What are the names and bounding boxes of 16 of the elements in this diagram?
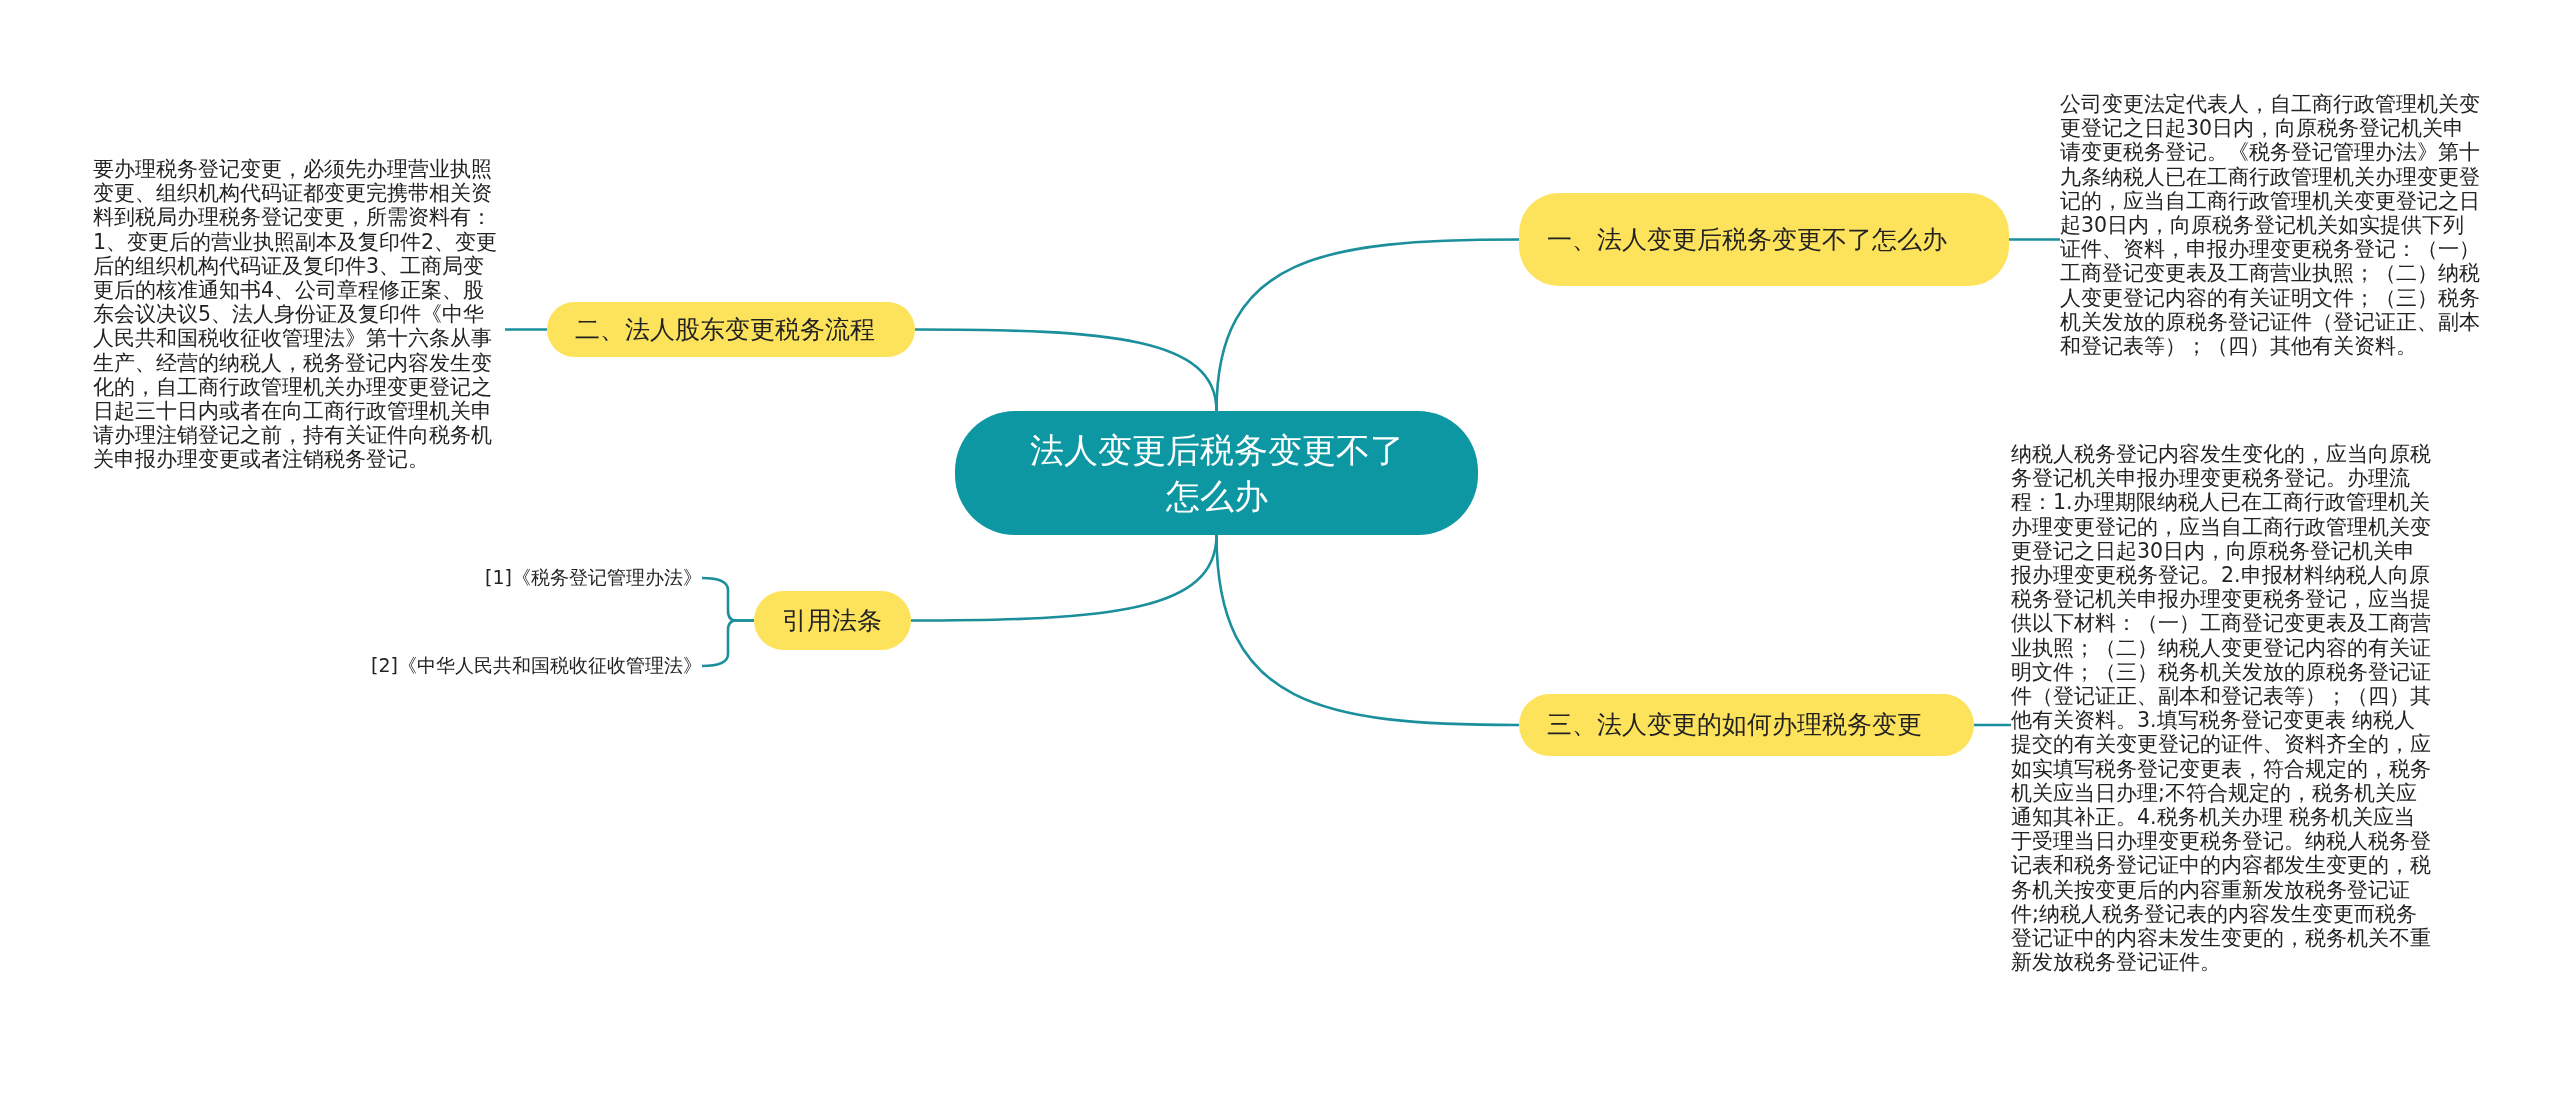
topic-node: 一、法人变更后税务变更不了怎么办: [1519, 193, 2009, 286]
paragraph-text: 纳税人税务登记内容发生变化的，应当向原税务登记机关申报办理变更税务登记。办理流程：1.办理期限纳税人已在工商行政管理机关办理变更登记的，应当自工商行政管理机关变更登记之日起30日内，向原税务登记机关申报办理变更税务登记。2.申报材料纳税人向原税务登记机关申报办理变更税务登记，应当提供以下材料：（一）工商登记变更表及工商营业执照；（二）纳税人变更登记内容的有关证明文件；（三）税务机关发放的原税务登记证件（登记证正、副本和登记表等）；（四）其他有关资料。3.填写税务登记变更表 纳税人提交的有关变更登记的证件、资料齐全的，应如实填写税务登记变更表，符合规定的，税务机关应当日办理;不符合规定的，税务机关应通知其补正。4.税务机关办理 税务机关应当于受理当日办理变更税务登记。纳税人税务登记表和税务登记证中的内容都发生变更的，税务机关按变更后的内容重新发放税务登记证件;纳税人税务登记表的内容发生变更而税务登记证中的内容未发生变更的，税务机关不重新发放税务登记证件。: [2011, 442, 2431, 975]
topic-node: 三、法人变更的如何办理税务变更: [1519, 694, 1974, 756]
branch-line: [915, 328, 1218, 412]
connector-line: [701, 619, 754, 668]
central-topic: 法人变更后税务变更不了怎么办: [955, 411, 1478, 535]
reference-text: [2]《中华人民共和国税收征收管理法》: [300, 653, 702, 679]
connector-line: [505, 328, 547, 331]
connector-line: [1974, 723, 2011, 727]
branch-line: [911, 534, 1218, 622]
topic-node: 引用法条: [754, 591, 911, 650]
paragraph-text: 公司变更法定代表人，自工商行政管理机关变更登记之日起30日内，向原税务登记机关申请变更税务登记。《税务登记管理办法》第十九条纳税人已在工商行政管理机关办理变更登记的，应当自工商行政管理机关变更登记之日起30日内，向原税务登记机关如实提供下列证件、资料，申报办理变更税务登记：（一）工商登记变更表及工商营业执照；（二）纳税人变更登记内容的有关证明文件；（三）税务机关发放的原税务登记证件（登记证正、副本和登记表等）；（四）其他有关资料。: [2060, 92, 2480, 359]
topic-node: 二、法人股东变更税务流程: [547, 302, 915, 357]
reference-text: [1]《税务登记管理办法》: [420, 565, 702, 591]
connector-line: [2009, 238, 2060, 241]
paragraph-text: 要办理税务登记变更，必须先办理营业执照变更、组织机构代码证都变更完携带相关资料到税局办理税务登记变更，所需资料有：1、变更后的营业执照副本及复印件2、变更后的组织机构代码证及复印件3、工商局变更后的核准通知书4、公司章程修正案、股东会议决议5、法人身份证及复印件《中华人民共和国税收征收管理法》第十六条从事生产、经营的纳税人，税务登记内容发生变化的，自工商行政管理机关办理变更登记之日起三十日内或者在向工商行政管理机关申请办理注销登记之前，持有关证件向税务机关申报办理变更或者注销税务登记。: [93, 157, 505, 472]
